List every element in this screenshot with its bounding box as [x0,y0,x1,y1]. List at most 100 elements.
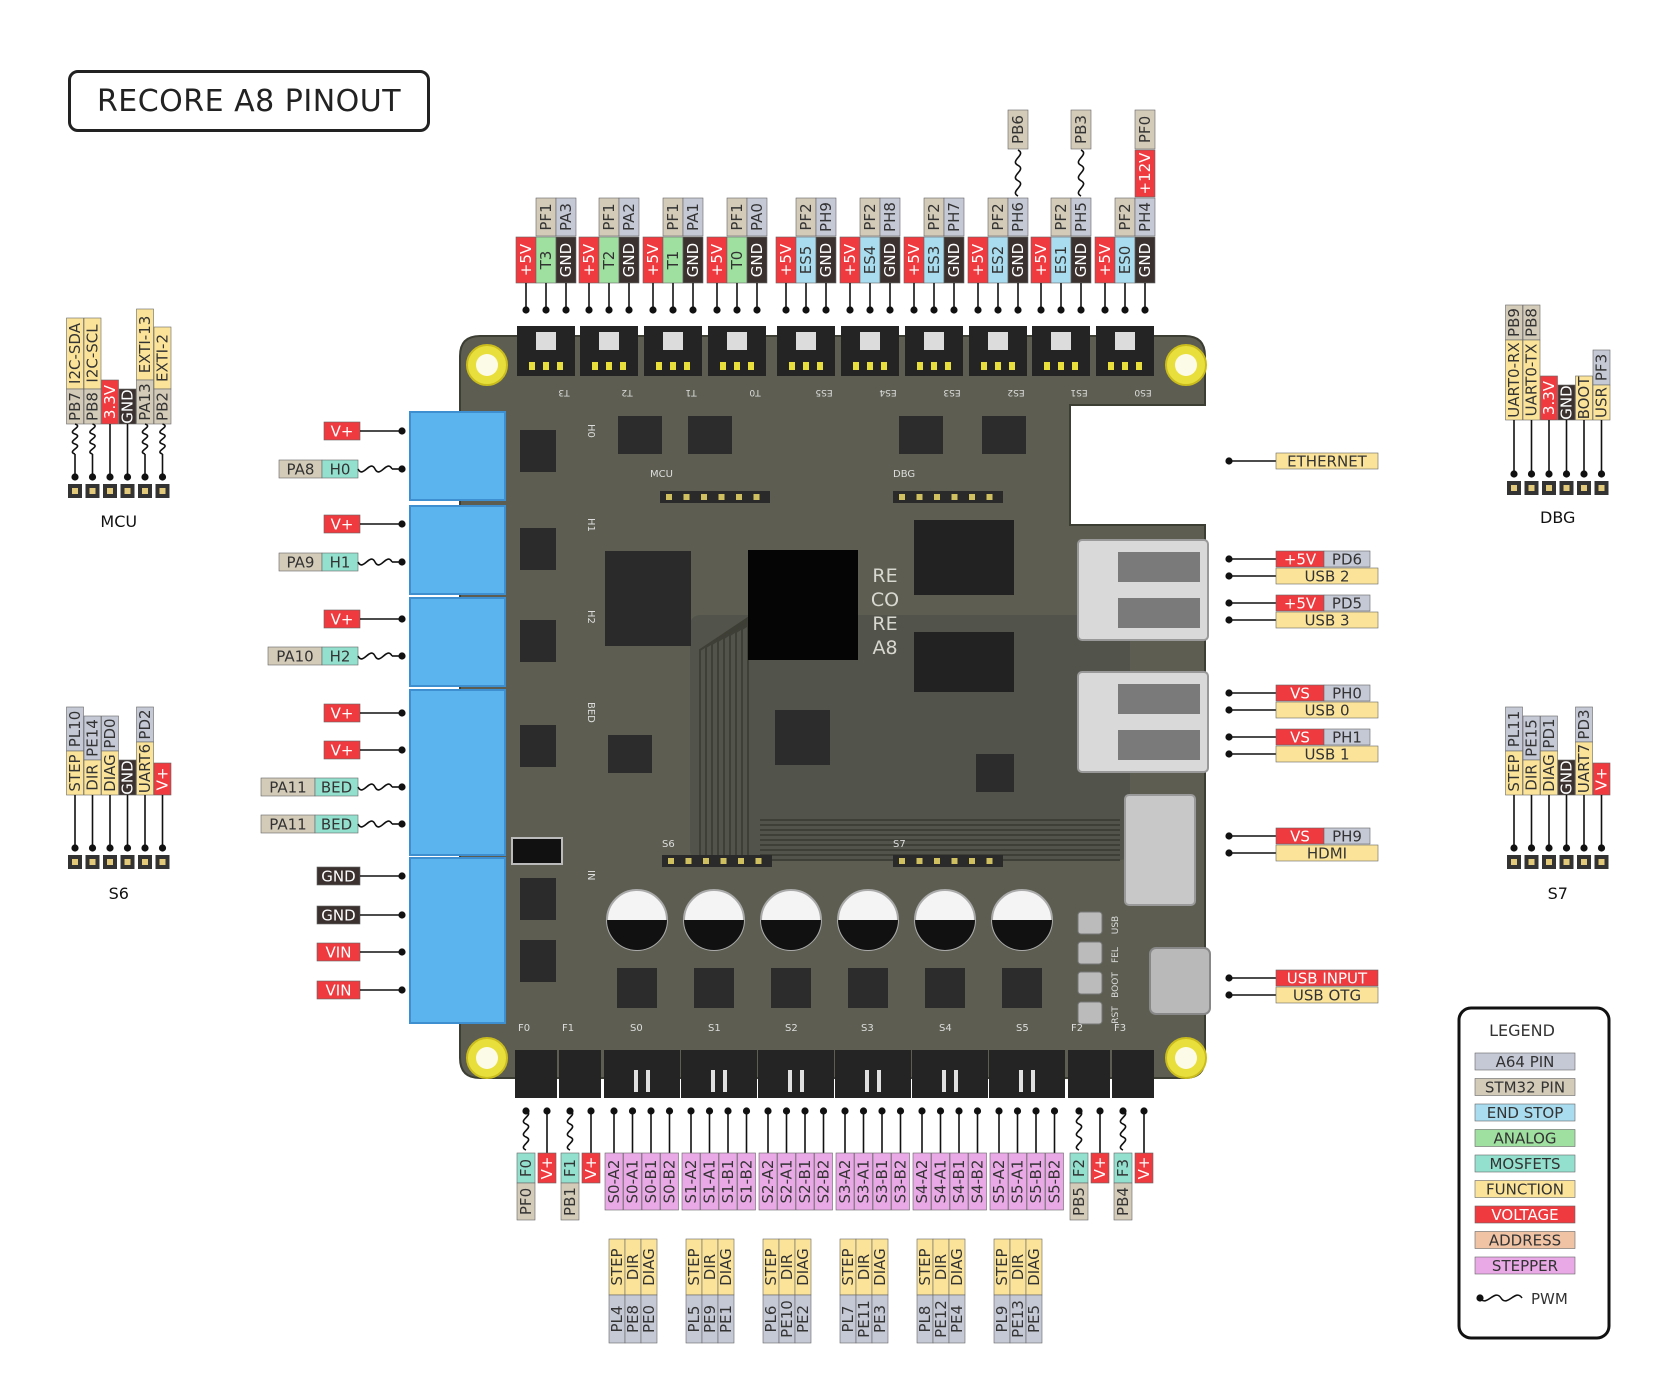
s7-col-5-label-0-text: V+ [1593,768,1611,791]
stepper-5-pin-2: S5-B1 [1026,1152,1046,1211]
top-5-signal-0-text: PF2 [861,203,879,230]
left-3-pin-0-text: PA9 [287,554,315,572]
stepper-5-pin-3: S5-B2 [1045,1152,1064,1211]
s7-col-2-label-0-text: PD1 [1540,718,1558,748]
top-9-signal-1-box [1134,197,1156,237]
top-6-pin-0: +5V [903,236,925,284]
left-5-pin-1-text: H2 [330,648,351,666]
s6-col-4-label-0: PD2 [136,706,154,743]
dbg-col-5-label-0-text: PF3 [1593,354,1611,381]
top-connector-latch [924,332,944,350]
left-7-dot [398,746,406,754]
dbg-col-4-dot [1580,470,1588,478]
left-8-pin-1-text: BED [321,779,352,797]
stepper-5-func-2-text: DIAG [1025,1248,1043,1286]
top-8-pin-2-text: GND [1072,243,1090,277]
mounting-hole-center [476,1047,498,1069]
top-6-signal-1-text: PH7 [945,202,963,232]
legend-item-7-box [1474,1231,1576,1249]
top-9-extra-box [1134,109,1156,150]
left-13-pin-0-text: VIN [326,982,352,1000]
terminal-block [409,597,506,687]
terminal-silk: H2 [585,610,596,624]
top-3-pin-0: +5V [706,236,728,284]
top-4-signal-1: PH9 [815,197,837,237]
right-4-pin-0-text: USB 3 [1304,612,1349,630]
dbg-col-1-label-0-text: PB8 [1523,308,1541,337]
stepper-4-pin-0-text: S4-A2 [913,1160,931,1204]
connector-pin [817,362,823,370]
fan-connector-housing [1112,1050,1154,1098]
left-4-pin-0: V+ [323,609,361,629]
stepper-3-pin-0-text: S3-A2 [836,1160,854,1204]
fan-6-pin-1: PB4 [1113,1182,1133,1221]
s6-col-1-dot [88,844,97,852]
bottom-silk: S3 [861,1023,874,1034]
top-8-extra-box [1070,109,1092,150]
top-5-signal-1-text: PH8 [881,202,899,232]
capacitor-band [915,920,975,950]
mcu-col-4-dot [141,473,149,481]
legend-item-3-box [1474,1129,1576,1147]
stepper-1-pin-3-text: S1-B2 [738,1160,756,1204]
stepper-3-dir-text: PE11 [855,1300,873,1338]
top-8-signal-0: PF2 [1050,197,1072,237]
top-silk: T3 [558,387,570,397]
fan-1-pin-0-box [537,1152,557,1184]
mcu-col-5-header-pad [159,488,166,494]
right-9-pin-1: PH9 [1323,828,1371,846]
stepper-3-func-2-text: DIAG [871,1248,889,1286]
left-9-pin-0: PA11 [260,814,316,834]
s6-col-3-label-0: GND [119,759,137,796]
mcu-col-5-label-0-text: EXTI-2 [154,334,172,382]
connector-pin [931,362,937,370]
fan-6-pin-0: F3 [1113,1152,1133,1184]
legend-item-0-text: A64 PIN [1496,1053,1555,1071]
header-pin [899,494,905,500]
top-3-pin-1-text: T0 [728,251,746,271]
stepper-4-pin-2: S4-B1 [949,1152,969,1211]
mcu-col-3-dot [123,473,132,481]
top-9-pin-1-text: ES0 [1116,246,1134,275]
top-connector-latch [727,332,747,350]
stepper-1-pin-2: S1-B1 [718,1152,738,1211]
stepper-3-step-text: PL7 [839,1306,857,1333]
s7-col-1-label-1-text: DIR [1523,764,1541,790]
stepper-0-pin-0: S0-A2 [604,1152,624,1211]
button-silk: USB [1111,916,1121,934]
stepper-1-func-1: DIR [701,1238,719,1296]
stepper-1-dir: PE9 [701,1294,719,1344]
stepper-4-func-0-text: STEP [916,1248,934,1285]
s7-col-2-label-1-text: DIAG [1540,754,1558,792]
fan-5-pin-0: V+ [1090,1152,1110,1184]
mcu-chip [605,551,691,646]
stepper-driver-chip [1002,968,1042,1008]
top-0-signal-0: PF1 [535,197,557,237]
bottom-silk: F3 [1114,1023,1126,1034]
stepper-connector-housing [681,1050,757,1098]
stepper-2-func-0-text: STEP [762,1248,780,1285]
top-9-extra: PF0 [1134,109,1156,150]
fan-7-pin-0: V+ [1134,1152,1154,1184]
dbg-col-4-label-0-text: BOOT [1575,376,1593,420]
right-1-pin-1: PD6 [1323,551,1371,569]
stepper-5-diag: PE5 [1025,1294,1043,1344]
top-0-pin-0-dot [522,306,530,314]
fan-4-pin-0-text: F2 [1070,1159,1088,1177]
left-11-pin-0-text: GND [321,907,355,925]
stepper-5-pin-0: S5-A2 [989,1152,1009,1211]
stepper-4-func-0: STEP [916,1238,934,1296]
left-5-pin-0: PA10 [267,646,323,666]
stepper-4-pin-3-text: S4-B2 [969,1160,987,1204]
stepper-2-pin-3-text: S2-B2 [815,1160,833,1204]
dbg-col-2-dot [1545,470,1553,478]
top-connector-latch [796,332,816,350]
stepper-2-pin-1-text: S2-A1 [778,1160,796,1204]
stepper-0-diag: PE0 [640,1294,658,1344]
legend-item-6: VOLTAGE [1474,1205,1576,1224]
legend-item-5: FUNCTION [1474,1180,1576,1199]
stepper-0-pin-0-box [604,1152,624,1211]
top-2-pin-1-text: T1 [664,251,682,271]
bottom-silk: S0 [630,1023,643,1034]
mounting-hole-center [1175,1047,1197,1069]
